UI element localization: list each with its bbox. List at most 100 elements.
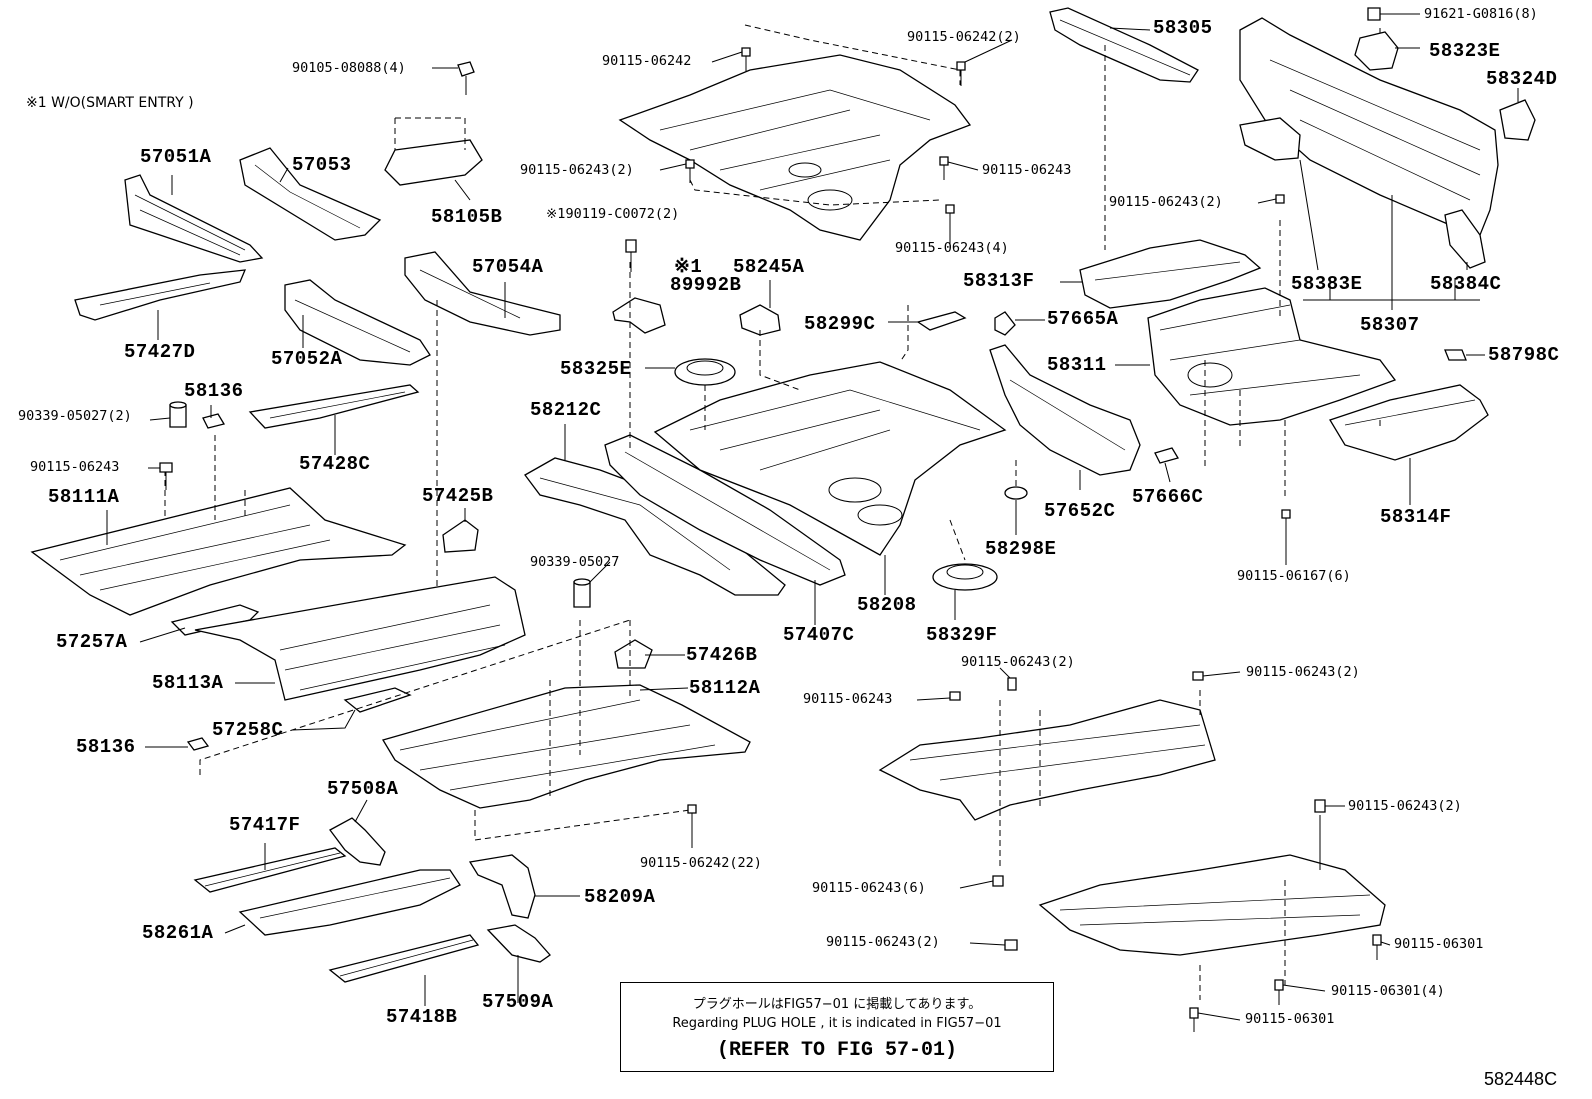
part-label-57666C[interactable]: 57666C bbox=[1132, 486, 1204, 508]
part-label-57665A[interactable]: 57665A bbox=[1047, 308, 1119, 330]
part-floor-rear-top-shape bbox=[618, 24, 972, 241]
part-57426B-shape bbox=[614, 639, 653, 669]
part-label-57257A[interactable]: 57257A bbox=[56, 631, 128, 653]
fastener-label-90115-06243-2-b[interactable]: 90115-06243(2) bbox=[1246, 664, 1360, 680]
part-label-57509A[interactable]: 57509A bbox=[482, 991, 554, 1013]
bolt-shapes bbox=[159, 7, 1382, 1032]
part-57428C-shape bbox=[248, 384, 420, 429]
part-58245A-shape bbox=[739, 304, 781, 336]
part-label-58113A[interactable]: 58113A bbox=[152, 672, 224, 694]
fastener-label-90105-08088[interactable]: 90105-08088(4) bbox=[292, 60, 406, 76]
part-58136b-shape bbox=[186, 737, 210, 751]
fastener-label-90115-06243-left[interactable]: 90115-06243 bbox=[30, 459, 120, 475]
part-58325E-shape bbox=[674, 358, 736, 386]
part-58261A-shape bbox=[238, 869, 461, 936]
plug-hole-note-box: プラグホールはFIG57−01 に掲載してあります。 Regarding PLU… bbox=[620, 982, 1054, 1072]
part-58208-shape bbox=[653, 361, 1007, 556]
part-label-58105B[interactable]: 58105B bbox=[431, 206, 503, 228]
part-label-58384C[interactable]: 58384C bbox=[1430, 273, 1502, 295]
part-label-58798C[interactable]: 58798C bbox=[1488, 344, 1560, 366]
part-label-57425B[interactable]: 57425B bbox=[422, 485, 494, 507]
part-label-58305[interactable]: 58305 bbox=[1153, 17, 1213, 39]
part-label-58311[interactable]: 58311 bbox=[1047, 354, 1107, 376]
part-89992B-shape bbox=[612, 297, 666, 334]
part-57052A-shape bbox=[284, 279, 431, 366]
part-label-57407C[interactable]: 57407C bbox=[783, 624, 855, 646]
part-label-58313F[interactable]: 58313F bbox=[963, 270, 1035, 292]
fastener-label-90115-06243-top-right[interactable]: 90115-06243 bbox=[982, 162, 1072, 178]
part-label-58212C[interactable]: 58212C bbox=[530, 399, 602, 421]
part-57652C-shape bbox=[989, 344, 1141, 476]
part-label-58325E[interactable]: 58325E bbox=[560, 358, 632, 380]
part-label-58136-upper[interactable]: 58136 bbox=[184, 380, 244, 402]
part-58383E-shape bbox=[1239, 117, 1301, 161]
part-label-58324D[interactable]: 58324D bbox=[1486, 68, 1558, 90]
part-58324D-shape bbox=[1499, 99, 1536, 141]
part-label-58208[interactable]: 58208 bbox=[857, 594, 917, 616]
part-label-58136-lower[interactable]: 58136 bbox=[76, 736, 136, 758]
part-label-58111A[interactable]: 58111A bbox=[48, 486, 120, 508]
part-label-57427D[interactable]: 57427D bbox=[124, 341, 196, 363]
fastener-label-90115-06242-22[interactable]: 90115-06242(22) bbox=[640, 855, 762, 871]
part-label-57426B[interactable]: 57426B bbox=[686, 644, 758, 666]
part-label-57051A[interactable]: 57051A bbox=[140, 146, 212, 168]
part-58323E-shape bbox=[1354, 31, 1399, 71]
part-label-57652C[interactable]: 57652C bbox=[1044, 500, 1116, 522]
part-label-89992B[interactable]: 89992B bbox=[670, 274, 742, 296]
note-refer: (REFER TO FIG 57-01) bbox=[716, 1039, 958, 1062]
part-label-58307[interactable]: 58307 bbox=[1360, 314, 1420, 336]
part-label-58245A[interactable]: 58245A bbox=[733, 256, 805, 278]
part-58112A-shape bbox=[199, 619, 751, 841]
part-floor-side-right-shape bbox=[878, 699, 1216, 870]
part-58313F-shape bbox=[1079, 239, 1262, 309]
part-label-57417F[interactable]: 57417F bbox=[229, 814, 301, 836]
fastener-label-90115-06243-2-top[interactable]: 90115-06243(2) bbox=[520, 162, 634, 178]
part-label-58323E[interactable]: 58323E bbox=[1429, 40, 1501, 62]
part-57418B-shape bbox=[328, 934, 480, 983]
part-label-57054A[interactable]: 57054A bbox=[472, 256, 544, 278]
fastener-label-90115-06301-4[interactable]: 90115-06301(4) bbox=[1331, 983, 1445, 999]
fastener-label-90115-06243-6[interactable]: 90115-06243(6) bbox=[812, 880, 926, 896]
part-label-57053[interactable]: 57053 bbox=[292, 154, 352, 176]
part-57666C-shape bbox=[1154, 447, 1179, 464]
fastener-label-90119-C0072[interactable]: ※190119-C0072(2) bbox=[546, 206, 680, 222]
part-58798C-shape bbox=[1444, 349, 1467, 361]
fastener-label-90339-05027[interactable]: 90339-05027 bbox=[530, 554, 620, 570]
part-57054A-shape bbox=[404, 251, 561, 336]
part-57417F-shape bbox=[193, 847, 347, 893]
part-label-58112A[interactable]: 58112A bbox=[689, 677, 761, 699]
part-label-57052A[interactable]: 57052A bbox=[271, 348, 343, 370]
fastener-label-91621-G0816[interactable]: 91621-G0816(8) bbox=[1424, 6, 1538, 22]
fastener-label-90339-05027-2[interactable]: 90339-05027(2) bbox=[18, 408, 132, 424]
fastener-label-90115-06243-2-mid[interactable]: 90115-06243(2) bbox=[1109, 194, 1223, 210]
fastener-label-90115-06301-a[interactable]: 90115-06301 bbox=[1394, 936, 1484, 952]
part-58384C-shape bbox=[1444, 209, 1486, 269]
figure-code: 582448C bbox=[1484, 1069, 1558, 1089]
part-label-58299C[interactable]: 58299C bbox=[804, 313, 876, 335]
fastener-label-90115-06243-2-d[interactable]: 90115-06243(2) bbox=[1348, 798, 1462, 814]
fastener-label-90115-06243-4[interactable]: 90115-06243(4) bbox=[895, 240, 1009, 256]
part-label-57258C[interactable]: 57258C bbox=[212, 719, 284, 741]
connector-dashed-lines bbox=[629, 220, 1381, 870]
part-label-57418B[interactable]: 57418B bbox=[386, 1006, 458, 1028]
part-58311-shape bbox=[1147, 287, 1397, 500]
part-label-58209A[interactable]: 58209A bbox=[584, 886, 656, 908]
part-label-58261A[interactable]: 58261A bbox=[142, 922, 214, 944]
part-label-58298E[interactable]: 58298E bbox=[985, 538, 1057, 560]
fastener-label-90115-06243-2-a[interactable]: 90115-06243(2) bbox=[961, 654, 1075, 670]
fastener-label-90115-06301-b[interactable]: 90115-06301 bbox=[1245, 1011, 1335, 1027]
fastener-label-90115-06243-c[interactable]: 90115-06243 bbox=[803, 691, 893, 707]
note-japanese: プラグホールはFIG57−01 に掲載してあります。 bbox=[692, 997, 982, 1012]
part-57257A-shape bbox=[170, 604, 260, 636]
part-label-58383E[interactable]: 58383E bbox=[1291, 273, 1363, 295]
part-label-58314F[interactable]: 58314F bbox=[1380, 506, 1452, 528]
part-label-57428C[interactable]: 57428C bbox=[299, 453, 371, 475]
part-58212C-shape bbox=[524, 457, 786, 596]
fastener-label-90115-06167[interactable]: 90115-06167(6) bbox=[1237, 568, 1351, 584]
fastener-label-90115-06242-top[interactable]: 90115-06242 bbox=[602, 53, 692, 69]
part-label-57508A[interactable]: 57508A bbox=[327, 778, 399, 800]
fastener-label-90115-06242-2[interactable]: 90115-06242(2) bbox=[907, 29, 1021, 45]
part-57053-shape bbox=[239, 147, 382, 241]
part-label-58329F[interactable]: 58329F bbox=[926, 624, 998, 646]
fastener-label-90115-06243-2-e[interactable]: 90115-06243(2) bbox=[826, 934, 940, 950]
